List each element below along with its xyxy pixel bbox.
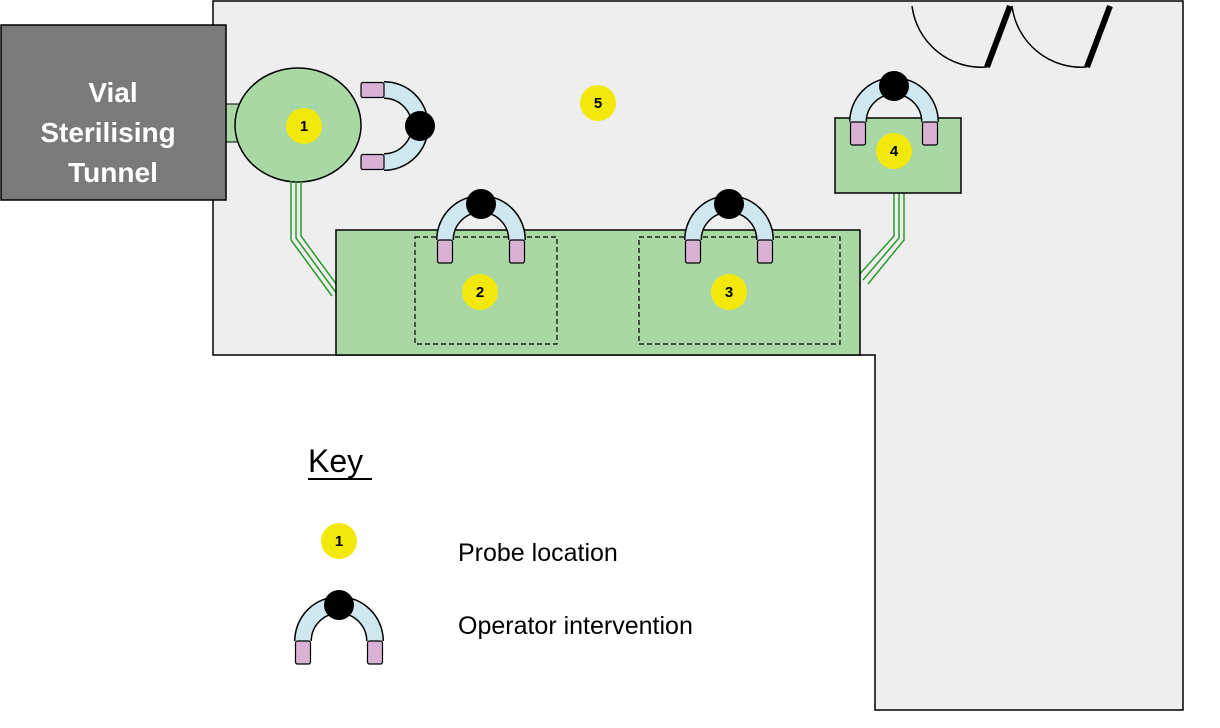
tunnel-label-line-3: Tunnel [68,157,158,188]
legend-probe-symbol: 1 [321,523,357,559]
operator-intervention-zone-3 [684,189,774,264]
legend: Key 1 Probe location Operator interventi… [294,443,693,665]
door-leaf-right [1084,4,1113,69]
operator-intervention-zone-2 [436,189,526,264]
legend-operator-label: Operator intervention [458,612,693,640]
vial-sterilising-tunnel [0,24,227,201]
probe-4-number: 4 [890,143,899,160]
probe-location-1: 1 [286,108,322,144]
legend-probe-label: Probe location [458,539,618,567]
tunnel-label-line-2: Sterilising [40,117,175,148]
legend-probe-number: 1 [335,533,343,550]
tunnel-label-line-1: Vial [88,77,137,108]
probe-1-number: 1 [300,118,308,135]
conveyor-left [290,181,343,297]
operator-intervention-station-4 [849,71,939,146]
door-swing-arc-right [1011,5,1088,68]
legend-operator-symbol [294,590,384,665]
double-door [911,4,1113,69]
conveyor-right [857,193,905,285]
probe-location-4: 4 [876,133,912,169]
probe-2-number: 2 [476,284,484,301]
probe-location-5: 5 [580,85,616,121]
probe-location-3: 3 [711,274,747,310]
legend-title: Key [308,443,363,479]
operator-intervention-turntable [360,81,435,171]
door-swing-arc-left [911,5,988,68]
filling-zone-2 [414,236,558,345]
door-leaf-left [984,4,1013,69]
probe-location-2: 2 [462,274,498,310]
filling-zone-3 [638,236,841,345]
probe-5-number: 5 [594,95,602,112]
probe-3-number: 3 [725,284,733,301]
